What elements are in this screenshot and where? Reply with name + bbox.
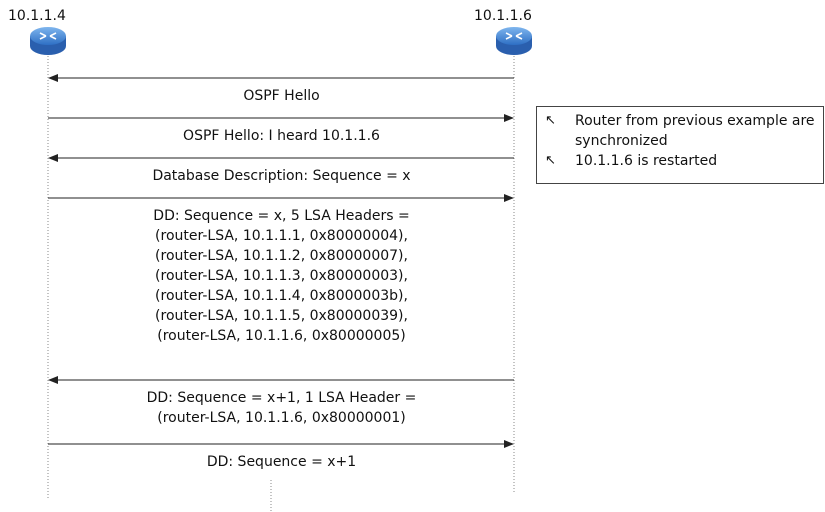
message-line: (router-LSA, 10.1.1.6, 0x80000001) bbox=[157, 410, 406, 426]
message-label-5: DD: Sequence = x+1, 1 LSA Header = (rout… bbox=[48, 388, 515, 428]
message-label-3: Database Description: Sequence = x bbox=[48, 166, 515, 186]
legend-item: ↖ Router from previous example are synch… bbox=[545, 111, 823, 151]
message-label-6: DD: Sequence = x+1 bbox=[48, 452, 515, 472]
message-line: (router-LSA, 10.1.1.5, 0x80000039), bbox=[155, 308, 408, 324]
message-line: (router-LSA, 10.1.1.2, 0x80000007), bbox=[155, 248, 408, 264]
router-icon-right bbox=[496, 27, 532, 55]
router-icon-left bbox=[30, 27, 66, 55]
message-label-2: OSPF Hello: I heard 10.1.1.6 bbox=[48, 126, 515, 146]
legend-item: ↖ 10.1.1.6 is restarted bbox=[545, 151, 823, 171]
router-label-left: 10.1.1.4 bbox=[8, 8, 66, 24]
legend-text: 10.1.1.6 is restarted bbox=[575, 153, 718, 169]
corner-arrow-icon: ↖ bbox=[545, 153, 556, 168]
message-line: DD: Sequence = x+1, 1 LSA Header = bbox=[146, 390, 417, 406]
legend-text: Router from previous example are synchro… bbox=[575, 113, 815, 149]
message-line: (router-LSA, 10.1.1.6, 0x80000005) bbox=[157, 328, 406, 344]
router-label-right: 10.1.1.6 bbox=[474, 8, 532, 24]
message-line: OSPF Hello: I heard 10.1.1.6 bbox=[183, 128, 380, 144]
message-line: (router-LSA, 10.1.1.3, 0x80000003), bbox=[155, 268, 408, 284]
message-line: Database Description: Sequence = x bbox=[152, 168, 411, 184]
message-line: DD: Sequence = x, 5 LSA Headers = bbox=[153, 208, 410, 224]
message-line: (router-LSA, 10.1.1.1, 0x80000004), bbox=[155, 228, 408, 244]
message-label-1: OSPF Hello bbox=[48, 86, 515, 106]
corner-arrow-icon: ↖ bbox=[545, 113, 556, 128]
message-line: (router-LSA, 10.1.1.4, 0x8000003b), bbox=[155, 288, 408, 304]
legend-box: ↖ Router from previous example are synch… bbox=[536, 106, 824, 184]
message-line: DD: Sequence = x+1 bbox=[206, 454, 357, 470]
message-line: OSPF Hello bbox=[243, 88, 320, 104]
message-label-4: DD: Sequence = x, 5 LSA Headers = (route… bbox=[48, 206, 515, 346]
